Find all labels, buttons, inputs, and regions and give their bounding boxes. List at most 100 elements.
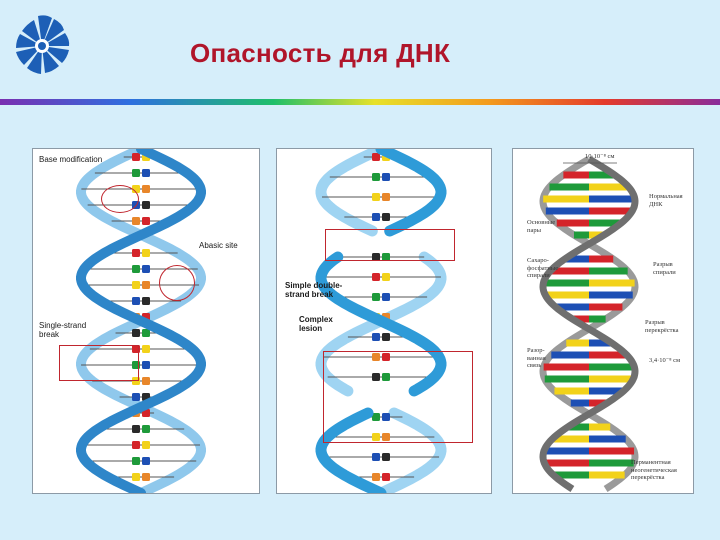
base-block (372, 373, 380, 381)
label-double-strand-break: Simple double- strand break (285, 281, 343, 299)
helix-strand-front (539, 155, 639, 492)
base-plate (543, 447, 589, 455)
base-block (132, 425, 140, 433)
base-plate (589, 279, 635, 287)
base-block (142, 281, 150, 289)
base-block (382, 433, 390, 441)
base-plate (566, 339, 589, 347)
label-normal-dna: Нормальная ДНК (649, 193, 683, 208)
base-plate (554, 387, 589, 395)
base-block (132, 281, 140, 289)
base-plate (589, 363, 635, 371)
base-plate (589, 207, 633, 215)
base-plate (589, 291, 633, 299)
base-plate (567, 423, 589, 431)
base-block (142, 441, 150, 449)
base-block (382, 173, 390, 181)
base-plate (589, 231, 605, 239)
base-block (382, 253, 390, 261)
label-base-pairs: Основные пары (527, 219, 556, 234)
base-block (132, 297, 140, 305)
base-block (372, 413, 380, 421)
base-block (142, 425, 150, 433)
label-sugar-phosphate: Сахаро- фосфатные спирали (527, 257, 559, 279)
base-plate (550, 267, 589, 275)
helix-strand-front (76, 149, 206, 493)
base-block (142, 169, 150, 177)
base-block (142, 361, 150, 369)
base-plate (589, 195, 635, 203)
panel-dna-breaks: Simple double- strand break Complex lesi… (276, 148, 492, 494)
base-block (382, 353, 390, 361)
base-plate (589, 399, 608, 407)
base-plate (589, 171, 615, 179)
base-block (142, 457, 150, 465)
base-block (142, 297, 150, 305)
base-block (372, 153, 380, 161)
marker-base-modification (101, 185, 139, 213)
marker-single-strand-break (59, 345, 139, 381)
base-block (132, 249, 140, 257)
base-plate (570, 399, 589, 407)
label-top-dimension: 10·10⁻⁸ см (585, 153, 615, 160)
marker-double-strand-break (325, 229, 455, 261)
base-plate (563, 171, 589, 179)
base-block (142, 329, 150, 337)
slide-title: Опасность для ДНК (190, 38, 451, 68)
marker-complex-lesion (323, 351, 473, 443)
institute-logo (16, 15, 70, 74)
base-plate (589, 447, 635, 455)
base-block (382, 213, 390, 221)
base-block (132, 217, 140, 225)
base-block (372, 433, 380, 441)
base-block (372, 353, 380, 361)
base-block (372, 193, 380, 201)
base-plate (572, 315, 589, 323)
base-block (132, 153, 140, 161)
base-block (132, 393, 140, 401)
base-plate (589, 375, 634, 383)
helix-illustration-1 (76, 149, 206, 493)
label-complex-lesion: Complex lesion (299, 315, 333, 333)
base-plate (589, 303, 623, 311)
base-plate (543, 195, 589, 203)
base-block (372, 453, 380, 461)
base-block (382, 453, 390, 461)
label-abasic-site: Abasic site (199, 241, 238, 250)
marker-abasic-site (159, 265, 195, 301)
panel-dna-structure-ru: 10·10⁻⁸ см Нормальная ДНК Основные пары … (512, 148, 694, 494)
base-block (372, 173, 380, 181)
rainbow-divider (0, 99, 720, 105)
base-block (142, 473, 150, 481)
base-block (132, 441, 140, 449)
base-plate (543, 363, 589, 371)
base-block (142, 201, 150, 209)
base-block (372, 473, 380, 481)
label-helix-break: Разрыв спирали (653, 261, 676, 276)
base-block (132, 169, 140, 177)
base-block (372, 273, 380, 281)
base-block (142, 185, 150, 193)
base-plate (553, 471, 589, 479)
label-mid-dimension: 3,4·10⁻⁸ см (649, 357, 681, 364)
base-plate (573, 231, 589, 239)
base-plate (545, 291, 589, 299)
base-block (372, 253, 380, 261)
helix-illustration-2 (315, 149, 447, 493)
base-block (382, 473, 390, 481)
base-plate (564, 255, 589, 263)
base-plate (555, 303, 589, 311)
base-plate (589, 459, 634, 467)
base-plate (589, 387, 624, 395)
base-block (132, 457, 140, 465)
helix-strand-front (315, 149, 447, 493)
base-plate (589, 339, 612, 347)
base-plate (543, 279, 589, 287)
base-plate (589, 255, 614, 263)
base-block (132, 473, 140, 481)
base-block (142, 265, 150, 273)
base-plate (551, 351, 589, 359)
base-block (382, 193, 390, 201)
label-single-strand-break: Single-strand break (39, 321, 87, 339)
base-block (382, 293, 390, 301)
